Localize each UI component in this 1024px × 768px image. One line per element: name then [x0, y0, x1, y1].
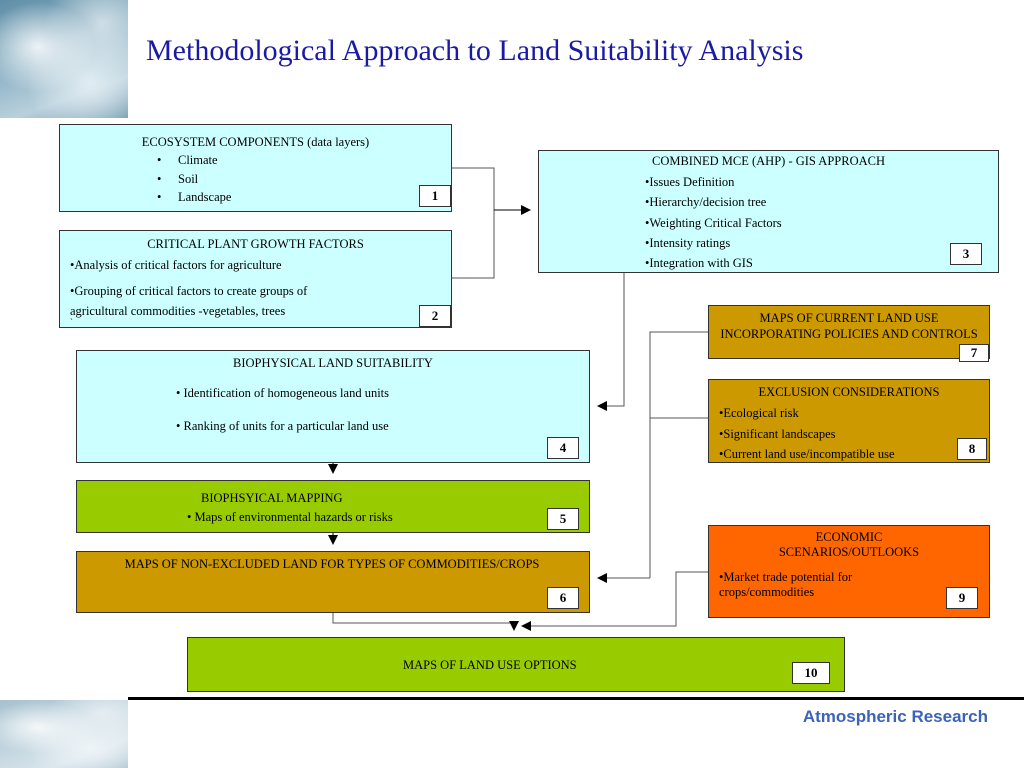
box3-item-3: •Weighting Critical Factors: [645, 216, 782, 230]
sky-photo-bottom: [0, 700, 128, 768]
box8-heading: EXCLUSION CONSIDERATIONS: [758, 385, 940, 399]
box2-item-3: agricultural commodities -vegetables, tr…: [70, 304, 286, 318]
box-exclusion-considerations: EXCLUSION CONSIDERATIONS •Ecological ris…: [708, 379, 990, 463]
box1-number-badge: 1: [419, 185, 451, 207]
box3-item-4: •Intensity ratings: [645, 236, 731, 250]
box-maps-non-excluded-land: MAPS OF NON-EXCLUDED LAND FOR TYPES OF C…: [76, 551, 590, 613]
box4-number-badge: 4: [547, 437, 579, 459]
box2-item-2: •Grouping of critical factors to create …: [70, 284, 308, 298]
box4-heading: BIOPHYSICAL LAND SUITABILITY: [233, 356, 433, 370]
box3-item-5: •Integration with GIS: [645, 256, 753, 270]
box2-stray-mark: `: [70, 317, 73, 327]
box3-item-1: •Issues Definition: [645, 175, 735, 189]
box1-item-landscape: Landscape: [178, 190, 232, 204]
box7-heading: MAPS OF CURRENT LAND USE INCORPORATING P…: [720, 311, 978, 341]
footer-divider: [128, 697, 1024, 700]
box-critical-plant-growth: CRITICAL PLANT GROWTH FACTORS •Analysis …: [59, 230, 452, 328]
connector-2-to-3: [452, 210, 495, 279]
box6-number-badge: 6: [547, 587, 579, 609]
box1-item-soil: Soil: [178, 172, 199, 186]
box1-heading: ECOSYSTEM COMPONENTS (data layers): [141, 135, 370, 149]
box1-item-climate: Climate: [178, 153, 218, 167]
connector-9-to-10: [521, 571, 708, 631]
box-maps-land-use-options: MAPS OF LAND USE OPTIONS 10: [187, 637, 845, 692]
box3-item-2: •Hierarchy/decision tree: [645, 195, 767, 209]
box7-number-badge: 7: [959, 344, 989, 362]
box8-item-1: •Ecological risk: [719, 406, 799, 420]
connector-1-to-3: [452, 167, 495, 210]
box1-bullet-1: •: [157, 153, 162, 167]
box4-item-2: • Ranking of units for a particular land…: [176, 419, 389, 433]
box10-number-badge: 10: [792, 662, 830, 684]
box1-bullet-3: •: [157, 190, 162, 204]
box6-heading: MAPS OF NON-EXCLUDED LAND FOR TYPES OF C…: [124, 557, 540, 571]
box9-item-1: •Market trade potential for: [719, 570, 853, 584]
connector-3-to-4: [597, 273, 625, 411]
box8-item-3: •Current land use/incompatible use: [719, 447, 895, 461]
box3-heading: COMBINED MCE (AHP) - GIS APPROACH: [651, 154, 885, 168]
box-maps-current-land-use: MAPS OF CURRENT LAND USE INCORPORATING P…: [708, 305, 990, 362]
box5-item-1: • Maps of environmental hazards or risks: [187, 510, 393, 524]
box8-number-badge: 8: [957, 438, 987, 460]
box9-heading: ECONOMIC SCENARIOS/OUTLOOKS: [778, 530, 920, 559]
box2-number-badge: 2: [419, 305, 451, 327]
sky-photo-top: [0, 0, 128, 118]
box-combined-mce-gis: COMBINED MCE (AHP) - GIS APPROACH •Issue…: [538, 150, 999, 273]
connector-7-to-6: [649, 331, 708, 578]
box-biophysical-mapping: BIOPHSYICAL MAPPING • Maps of environmen…: [76, 480, 590, 533]
box9-number-badge: 9: [946, 587, 978, 609]
box5-heading: BIOPHSYICAL MAPPING: [201, 491, 343, 505]
box10-heading: MAPS OF LAND USE OPTIONS: [403, 658, 577, 672]
box8-item-2: •Significant landscapes: [719, 427, 836, 441]
connector-6-to-10: [332, 613, 519, 631]
box-ecosystem-components: ECOSYSTEM COMPONENTS (data layers) • Cli…: [59, 124, 452, 212]
box2-heading: CRITICAL PLANT GROWTH FACTORS: [147, 237, 364, 251]
box-economic-scenarios: ECONOMIC SCENARIOS/OUTLOOKS •Market trad…: [708, 525, 990, 618]
box4-item-1: • Identification of homogeneous land uni…: [176, 386, 390, 400]
box3-number-badge: 3: [950, 243, 982, 265]
box9-item-2: crops/commodities: [719, 585, 815, 599]
box-biophysical-land-suitability: BIOPHYSICAL LAND SUITABILITY • Identific…: [76, 350, 590, 463]
box2-item-1: •Analysis of critical factors for agricu…: [70, 258, 282, 272]
footer-label: Atmospheric Research: [802, 707, 988, 726]
slide-title: Methodological Approach to Land Suitabil…: [146, 34, 804, 67]
box5-number-badge: 5: [547, 508, 579, 530]
box1-bullet-2: •: [157, 172, 162, 186]
